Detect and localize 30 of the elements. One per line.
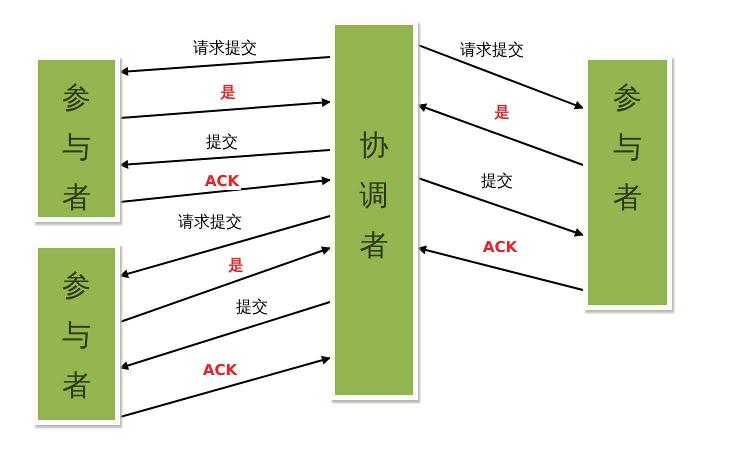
arrow (119, 56, 330, 76)
arrow (418, 44, 584, 110)
edge-label: 是 (226, 256, 246, 274)
arrow (119, 149, 330, 169)
edge-label: 提交 (204, 133, 240, 151)
edge-label: 请求提交 (191, 39, 259, 57)
arrow (119, 301, 330, 370)
arrow (418, 177, 584, 237)
participant-box (583, 55, 672, 310)
edge-label: 提交 (234, 298, 270, 316)
arrow (417, 246, 584, 291)
arrow (417, 104, 584, 166)
participant-box (33, 55, 120, 222)
arrow (120, 356, 331, 418)
node-label: 协调者 (358, 127, 390, 264)
node-label: 参与者 (61, 267, 92, 404)
edge-label: 是 (218, 83, 238, 101)
coordinator-box (330, 20, 418, 400)
participant-box (33, 243, 120, 425)
arrow (120, 246, 331, 323)
edge-label: 提交 (479, 172, 515, 190)
arrow (120, 98, 331, 119)
arrow (120, 176, 331, 203)
edge-label: ACK (202, 172, 242, 190)
node-label: 参与者 (612, 79, 643, 216)
node-label: 参与者 (61, 79, 92, 216)
edge-label: 请求提交 (458, 41, 526, 59)
edge-label: 请求提交 (176, 213, 244, 231)
arrow (119, 215, 330, 278)
edge-label: 是 (492, 103, 512, 121)
